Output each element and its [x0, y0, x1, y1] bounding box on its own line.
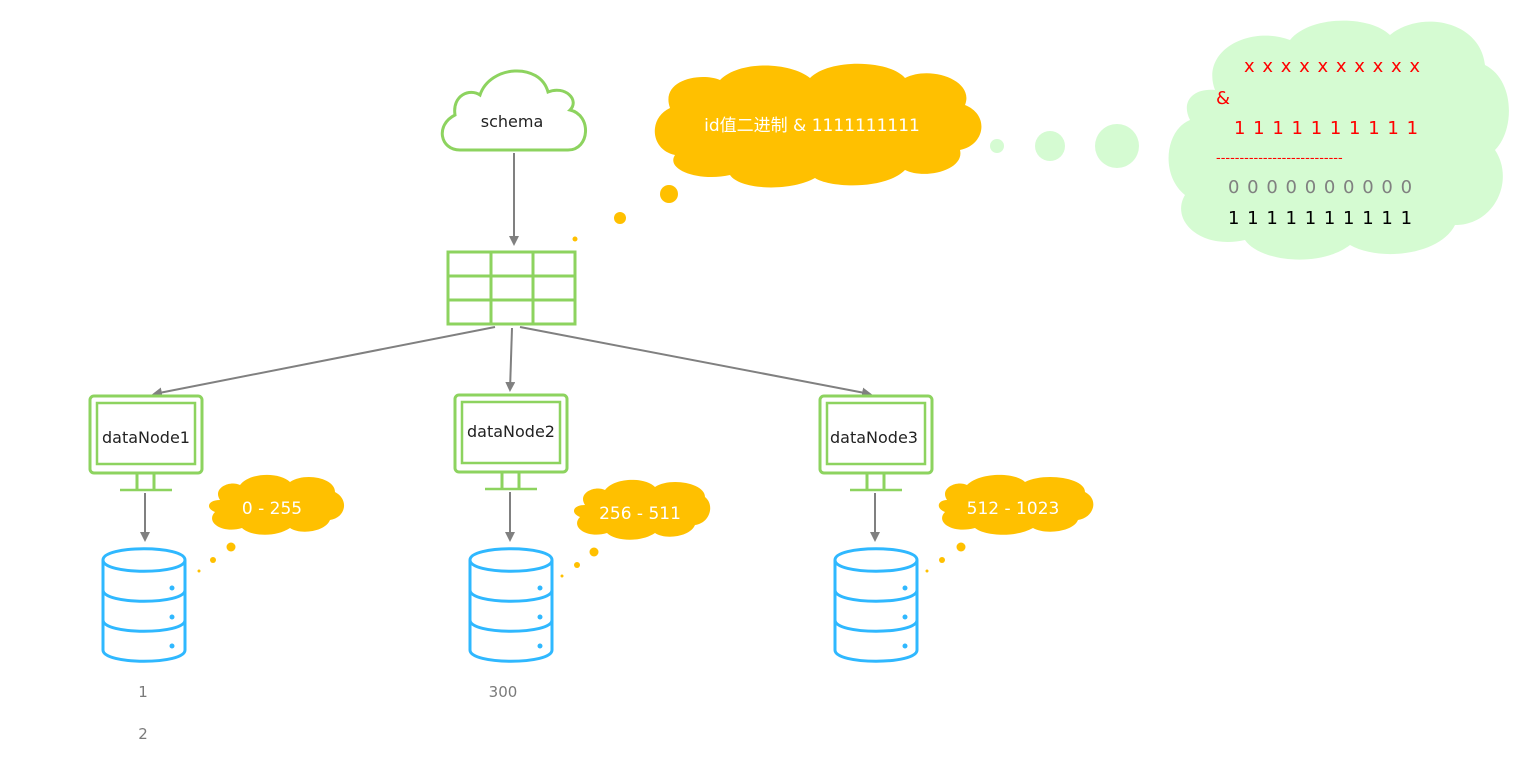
calc-operand: x x x x x x x x x x [1244, 56, 1421, 77]
data-node-2[interactable]: dataNode2 [453, 393, 569, 491]
table-grid-icon[interactable] [446, 250, 577, 326]
calc-operator: & [1216, 88, 1231, 109]
data-node-3[interactable]: dataNode3 [818, 394, 934, 492]
sample-id: 1 [138, 683, 148, 701]
calc-result-min: 0 0 0 0 0 0 0 0 0 0 [1228, 177, 1413, 198]
thought-dot [1095, 124, 1139, 168]
thought-dot [660, 185, 678, 203]
thought-dot [939, 557, 945, 563]
monitor-icon [818, 394, 934, 492]
range-label: 0 - 255 [242, 499, 302, 519]
node-label: dataNode2 [467, 422, 555, 441]
schema-node[interactable]: schema [440, 69, 587, 152]
thought-dot [1035, 131, 1065, 161]
cloud-shape [1168, 20, 1509, 260]
cloud-shape [654, 63, 982, 188]
database-icon[interactable] [468, 547, 554, 663]
thought-dot [560, 574, 564, 578]
arrow-table-to-node1 [152, 326, 496, 398]
arrow-table-to-node3 [519, 326, 872, 398]
calc-result-max: 1 1 1 1 1 1 1 1 1 1 [1228, 208, 1413, 229]
database-icon[interactable] [833, 547, 919, 663]
sample-id: 300 [489, 683, 518, 701]
sample-id: 2 [138, 725, 148, 743]
calc-mask: 1 1 1 1 1 1 1 1 1 1 [1234, 118, 1419, 139]
thought-dot [589, 547, 599, 557]
thought-dot [197, 569, 201, 573]
monitor-icon [88, 394, 204, 492]
rule-cloud: id值二进制 & 1111111111 [654, 63, 982, 188]
thought-dot [574, 562, 580, 568]
database-icon[interactable] [101, 547, 187, 663]
thought-dot [925, 569, 929, 573]
data-node-1[interactable]: dataNode1 [88, 394, 204, 492]
node-label: dataNode3 [830, 428, 918, 447]
cloud-icon [440, 69, 587, 152]
thought-dot [990, 139, 1004, 153]
calc-divider: --------------------------- [1216, 151, 1343, 166]
thought-dot [210, 557, 216, 563]
range-label: 512 - 1023 [967, 499, 1060, 519]
rule-text: id值二进制 & 1111111111 [704, 116, 920, 136]
node-label: dataNode1 [102, 428, 190, 447]
thought-dot [226, 542, 236, 552]
range-label: 256 - 511 [599, 504, 681, 524]
range-cloud-3: 512 - 1023 [938, 474, 1094, 535]
thought-dot [614, 212, 626, 224]
range-cloud-2: 256 - 511 [573, 479, 711, 540]
range-cloud-1: 0 - 255 [208, 474, 345, 535]
calc-cloud: x x x x x x x x x x & 1 1 1 1 1 1 1 1 1 … [1168, 20, 1509, 260]
arrow-table-to-node2 [505, 327, 516, 392]
monitor-icon [453, 393, 569, 491]
thought-dot [956, 542, 966, 552]
thought-dot [572, 236, 578, 242]
schema-label: schema [481, 112, 544, 131]
